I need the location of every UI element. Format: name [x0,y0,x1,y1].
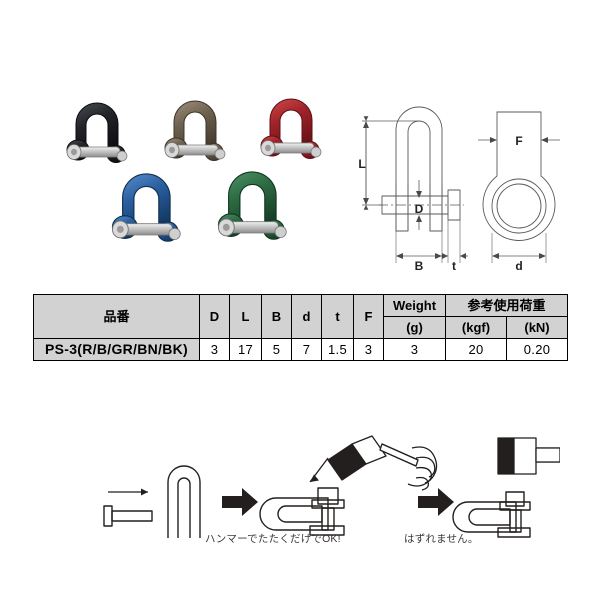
step-arrow-1 [222,488,258,516]
howto-caption-hammer: ハンマーでたたくだけでOK! [205,533,341,545]
header-weight: Weight [383,294,446,317]
cell-t: 1.5 [321,338,354,361]
step-arrow-2 [418,488,454,516]
header-dim-d: d [291,294,322,339]
shackle-red [250,94,342,166]
table-header-row-2: (g) (kgf) (kN) [34,316,569,339]
cell-D: 3 [199,338,230,361]
header-load-kn: (kN) [505,316,569,339]
header-dim-D: D [199,294,230,339]
cell-d: 7 [291,338,322,361]
header-partno: 品番 [33,294,200,339]
cell-B: 5 [261,338,292,361]
header-dim-F: F [353,294,384,339]
shackle-bronze [154,96,246,168]
header-load-kgf: (kgf) [445,316,507,339]
dim-label-B: B [415,259,424,273]
cell-weight: 3 [383,338,446,361]
header-dim-t: t [321,294,354,339]
dim-label-F: F [515,134,522,148]
header-weight-unit: (g) [383,316,446,339]
cell-F: 3 [353,338,384,361]
dim-label-D: D [415,202,424,216]
shackle-black [56,98,148,170]
shackle-blue [100,168,204,250]
cell-load-kgf: 20 [445,338,507,361]
spec-table: 品番 D L B d t F Weight 参考使用荷重 (g) (kgf) (… [33,294,569,361]
dim-label-d: d [515,259,522,273]
cell-L: 17 [229,338,262,361]
table-row: PS-3(R/B/GR/BN/BK) 3 17 5 7 1.5 3 3 20 0… [33,338,569,361]
header-load-group: 参考使用荷重 [444,294,569,317]
cell-partno: PS-3(R/B/GR/BN/BK) [33,338,200,361]
dim-label-L: L [358,157,365,171]
shackle-green [206,166,310,248]
cell-load-kn: 0.20 [505,338,569,361]
howto-caption-secure: はずれません。 [404,533,479,545]
spec-table-container: 品番 D L B d t F Weight 参考使用荷重 (g) (kgf) (… [33,294,569,361]
technical-drawing: L D B [352,88,580,278]
howto-diagram [60,430,560,570]
header-dim-B: B [261,294,292,339]
product-photo-group [38,90,338,270]
table-header-row-1: 品番 D L B d t F Weight 参考使用荷重 [33,294,569,339]
header-dim-L: L [229,294,262,339]
dim-label-t: t [452,259,456,273]
